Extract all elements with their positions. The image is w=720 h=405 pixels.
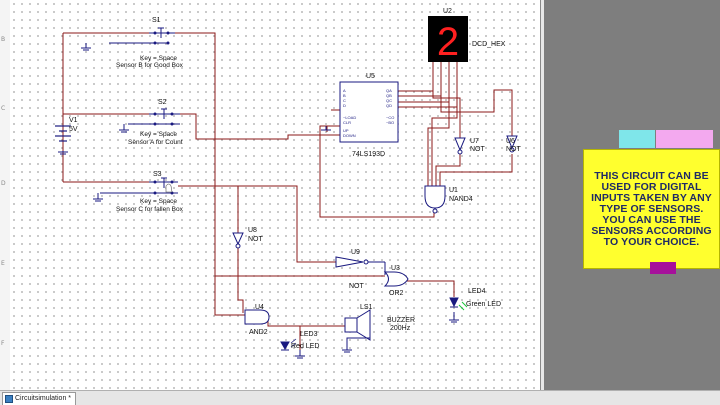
- s2-key: Key = Space: [140, 131, 177, 138]
- switch-s1[interactable]: S1 Key = Space Sensor B for Good Box: [116, 17, 184, 69]
- ls1-name: LS1: [360, 304, 373, 311]
- s2-name: S2: [158, 99, 167, 106]
- led-led4[interactable]: LED4 Green LED: [449, 288, 501, 311]
- u5-pin-d: D: [343, 103, 346, 108]
- s1-desc: Sensor B for Good Box: [116, 62, 184, 69]
- u5-pin-qa: QA: [386, 88, 392, 93]
- note-tape-pink: [656, 130, 713, 148]
- led4-type: Green LED: [466, 301, 501, 308]
- u5-pin-qd: QD: [386, 103, 392, 108]
- not-gate-u7[interactable]: U7 NOT: [454, 137, 486, 155]
- u5-type: 74LS193D: [352, 151, 385, 158]
- ruler-mark-c: C: [1, 105, 6, 112]
- u5-pin-a: A: [343, 88, 346, 93]
- ruler-mark-f: F: [1, 340, 5, 347]
- u2-type: DCD_HEX: [472, 41, 506, 48]
- ruler-mark-d: D: [1, 180, 6, 187]
- u5-pin-bo: ~BO: [386, 120, 394, 125]
- u3-name: U3: [391, 265, 400, 272]
- not-gate-u6[interactable]: U6 NOT: [506, 135, 522, 153]
- note-tape-cyan: [619, 130, 655, 148]
- u5-pin-qb: QB: [386, 93, 392, 98]
- schematic-canvas[interactable]: S1 Key = Space Sensor B for Good Box S2 …: [10, 0, 541, 390]
- u8-name: U8: [248, 227, 257, 234]
- and-gate-u4[interactable]: U4 AND2: [244, 304, 270, 336]
- u3-type: OR2: [389, 290, 404, 297]
- sticky-note: THIS CIRCUIT CAN BE USED FOR DIGITAL INP…: [583, 149, 720, 269]
- note-tape-purple: [650, 262, 676, 274]
- u6-name: U6: [506, 138, 515, 145]
- u5-pin-down: DOWN: [343, 133, 356, 138]
- not-gate-u8[interactable]: U8 NOT: [232, 227, 264, 249]
- u5-pin-load: ~LOAD: [343, 115, 356, 120]
- u6-type: NOT: [506, 146, 522, 153]
- ground-symbols: [58, 42, 459, 359]
- s3-name: S3: [153, 171, 162, 178]
- s1-key: Key = Space: [140, 55, 177, 62]
- counter-u5[interactable]: U5 74LS193D A B C D ~LOAD CLR UP DOWN QA…: [339, 73, 399, 158]
- u5-name: U5: [366, 73, 375, 80]
- s1-name: S1: [152, 17, 161, 24]
- ruler-mark-e: E: [1, 260, 5, 267]
- u9-type: NOT: [349, 283, 365, 290]
- u9-name: U9: [351, 249, 360, 256]
- tab-bar: Circuitsimulation *: [0, 390, 720, 405]
- switch-s2[interactable]: S2 Key = Space Sensor A for Count: [128, 99, 183, 146]
- ls1-type: BUZZER: [387, 317, 415, 324]
- hand-cursor-icon: [165, 183, 173, 193]
- vertical-scrollbar[interactable]: [541, 0, 544, 390]
- switch-s3[interactable]: S3 Key = Space Sensor C for fallen Box: [116, 171, 184, 213]
- schematic-svg: S1 Key = Space Sensor B for Good Box S2 …: [55, 8, 522, 359]
- led3-type: Red LED: [291, 343, 319, 350]
- u2-name: U2: [443, 8, 452, 15]
- u1-name: U1: [449, 187, 458, 194]
- display-digit: 2: [437, 20, 459, 64]
- led-led3[interactable]: LED3 Red LED: [280, 331, 319, 351]
- u8-type: NOT: [248, 236, 264, 243]
- nand-gate-u1[interactable]: U1 NAND4: [424, 185, 473, 214]
- led4-name: LED4: [468, 288, 486, 295]
- u5-pin-qc: QC: [386, 98, 392, 103]
- u1-type: NAND4: [449, 196, 473, 203]
- sticky-note-text: THIS CIRCUIT CAN BE USED FOR DIGITAL INP…: [591, 169, 712, 248]
- ruler-mark-b: B: [1, 36, 6, 43]
- s3-key: Key = Space: [140, 198, 177, 205]
- u7-type: NOT: [470, 146, 486, 153]
- schematic-file-icon: [5, 395, 13, 403]
- buzzer-ls1[interactable]: LS1 BUZZER 200Hz: [344, 304, 415, 341]
- u5-pin-co: ~CO: [386, 115, 394, 120]
- u5-pin-clr: CLR: [343, 120, 351, 125]
- u4-name: U4: [255, 304, 264, 311]
- ls1-freq: 200Hz: [390, 325, 411, 332]
- tab-label: Circuitsimulation *: [15, 395, 72, 402]
- wires: [62, 32, 513, 350]
- seven-segment-display-u2[interactable]: 2 U2 DCD_HEX: [428, 8, 506, 64]
- s2-desc: Sensor A for Count: [128, 139, 183, 146]
- u4-type: AND2: [249, 329, 268, 336]
- v1-name: V1: [69, 117, 78, 124]
- v1-value: 5V: [69, 126, 78, 133]
- s3-desc: Sensor C for fallen Box: [116, 206, 184, 213]
- or-gate-u3[interactable]: U3 OR2: [383, 265, 409, 297]
- not-gate-u9[interactable]: U9 NOT: [335, 249, 386, 290]
- led3-name: LED3: [300, 331, 318, 338]
- u5-pin-up: UP: [343, 128, 349, 133]
- u5-pin-b: B: [343, 93, 346, 98]
- tab-circuitsimulation[interactable]: Circuitsimulation *: [2, 392, 77, 405]
- u5-pin-c: C: [343, 98, 346, 103]
- battery-v1[interactable]: V1 5V: [55, 117, 78, 142]
- u7-name: U7: [470, 138, 479, 145]
